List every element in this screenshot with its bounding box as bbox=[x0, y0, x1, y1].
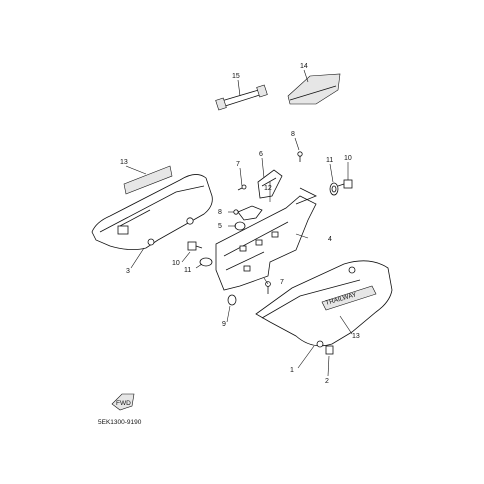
callout-7-upper: 7 bbox=[236, 161, 240, 168]
callout-numbers: 15 14 13 7 6 8 11 10 8 5 12 4 3 10 11 7 … bbox=[120, 63, 360, 385]
callout-12: 12 bbox=[264, 185, 272, 192]
callout-8-mid: 8 bbox=[218, 209, 222, 216]
fwd-arrow-icon: FWD bbox=[111, 393, 135, 411]
callout-1: 1 bbox=[290, 367, 294, 374]
callout-10-left: 10 bbox=[172, 260, 180, 267]
callout-11-right: 11 bbox=[326, 157, 333, 164]
part-2-screw bbox=[325, 345, 334, 355]
part-1-right-side-cover: TRAILWAY bbox=[255, 260, 393, 348]
callout-4: 4 bbox=[328, 236, 332, 243]
part-8-screw-upper bbox=[297, 151, 303, 162]
part-15-battery-band bbox=[215, 84, 268, 111]
callout-15: 15 bbox=[232, 73, 240, 80]
fwd-label: FWD bbox=[116, 400, 131, 407]
part-8-screw-mid bbox=[233, 205, 263, 221]
part-14-sheet bbox=[287, 73, 341, 105]
part-5-damper bbox=[234, 221, 246, 231]
part-13-emblem-left bbox=[123, 165, 173, 195]
part-3-left-side-cover bbox=[91, 174, 213, 250]
diagram-code: 5EK1300-9190 bbox=[98, 419, 142, 426]
callout-11-left: 11 bbox=[184, 267, 191, 274]
callout-10-right: 10 bbox=[344, 155, 352, 162]
callout-3: 3 bbox=[126, 268, 130, 275]
callout-13-lower: 13 bbox=[352, 333, 360, 340]
callout-14: 14 bbox=[300, 63, 308, 70]
part-9-nut bbox=[227, 294, 237, 306]
callout-7-lower: 7 bbox=[280, 279, 284, 286]
callout-8-upper: 8 bbox=[291, 131, 295, 138]
part-4-bracket bbox=[215, 187, 317, 291]
callout-13-upper: 13 bbox=[120, 159, 128, 166]
part-10-bolt-left bbox=[187, 241, 203, 251]
part-11-grommet-left bbox=[199, 257, 213, 267]
callout-6: 6 bbox=[259, 151, 263, 158]
part-10-bolt-right bbox=[337, 179, 353, 189]
callout-2: 2 bbox=[325, 378, 329, 385]
callout-9: 9 bbox=[222, 321, 226, 328]
part-7-bolt-upper bbox=[237, 184, 247, 191]
callout-5: 5 bbox=[218, 223, 222, 230]
leader-lines bbox=[125, 69, 353, 377]
part-11-grommet-right bbox=[329, 182, 339, 196]
